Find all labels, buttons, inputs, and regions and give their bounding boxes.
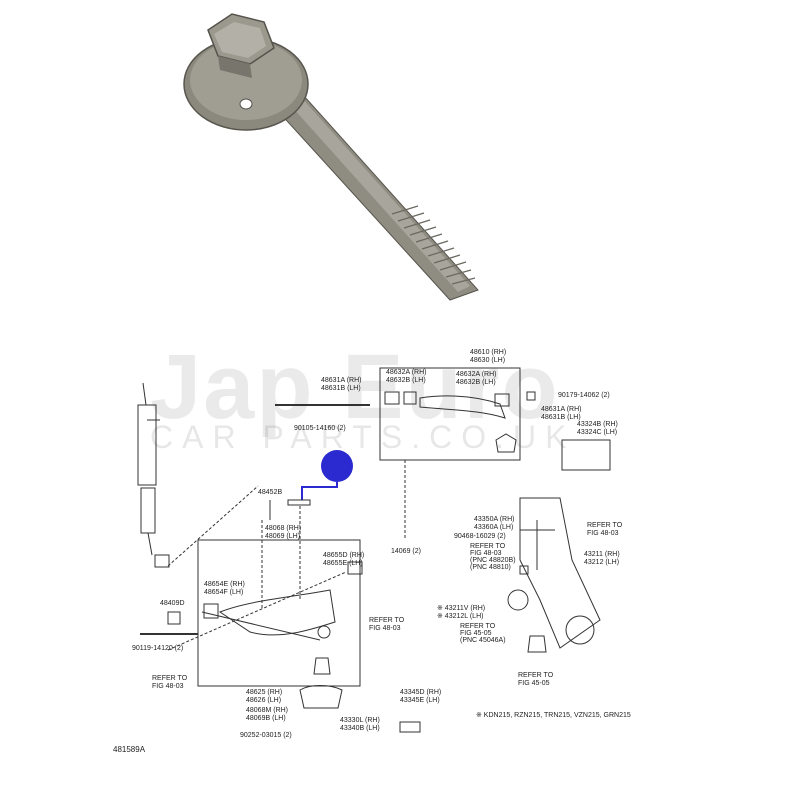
label-43345E: 43345E (LH) bbox=[400, 697, 440, 704]
label-refer3b: FIG 48-03 bbox=[470, 550, 502, 557]
label-48655E: 48655E (LH) bbox=[323, 560, 363, 567]
label-48632A: 48632A (RH) bbox=[386, 369, 426, 376]
label-43324B: 43324B (RH) bbox=[577, 421, 618, 428]
label-48631A: 48631A (RH) bbox=[321, 377, 361, 384]
label-48632B: 48632B (LH) bbox=[386, 377, 426, 384]
part-labels: 48610 (RH) 48630 (LH) 48631A (RH) 48631B… bbox=[132, 349, 623, 739]
label-refer5a: REFER TO bbox=[460, 623, 496, 630]
diagram-lines bbox=[137, 367, 611, 733]
label-90179: 90179-14062 (2) bbox=[558, 392, 610, 399]
watermark-main: Jap Euro bbox=[150, 336, 560, 438]
label-48630: 48630 (LH) bbox=[470, 357, 505, 364]
model-footnote: ※ KDN215, RZN215, TRN215, VZN215, GRN215 bbox=[476, 712, 631, 719]
label-48069: 48069 (LH) bbox=[265, 533, 300, 540]
label-90119: 90119-14120 (2) bbox=[132, 645, 183, 652]
label-48631B-2: 48631B (LH) bbox=[541, 414, 581, 421]
label-pnc2: (PNC 45046A) bbox=[460, 637, 506, 644]
label-43212L: ※ 43212L (LH) bbox=[437, 613, 483, 620]
label-refer4a: REFER TO bbox=[587, 522, 623, 529]
label-refer2a: REFER TO bbox=[369, 617, 405, 624]
label-43345D: 43345D (RH) bbox=[400, 689, 441, 696]
label-refer3a: REFER TO bbox=[470, 543, 506, 550]
label-43212: 43212 (LH) bbox=[584, 559, 619, 566]
label-48625: 48625 (RH) bbox=[246, 689, 282, 696]
label-refer1a: REFER TO bbox=[152, 675, 188, 682]
label-48632B-2: 48632B (LH) bbox=[456, 379, 496, 386]
camber-bolt-photo bbox=[183, 13, 479, 301]
label-pnc1b: (PNC 48810) bbox=[470, 564, 511, 571]
label-43211V: ※ 43211V (RH) bbox=[437, 605, 485, 612]
label-refer6a: REFER TO bbox=[518, 672, 554, 679]
label-48654F: 48654F (LH) bbox=[204, 589, 243, 596]
label-48069B: 48069B (LH) bbox=[246, 715, 286, 722]
label-43211: 43211 (RH) bbox=[584, 551, 620, 558]
label-pnc1: (PNC 48820B) bbox=[470, 557, 516, 564]
label-90105: 90105-14160 (2) bbox=[294, 425, 346, 432]
label-48632A-2: 48632A (RH) bbox=[456, 371, 496, 378]
label-refer5b: FIG 45-05 bbox=[460, 630, 492, 637]
label-43360A: 43360A (LH) bbox=[474, 524, 513, 531]
label-48631A-2: 48631A (RH) bbox=[541, 406, 581, 413]
label-refer1b: FIG 48-03 bbox=[152, 683, 184, 690]
label-48068M: 48068M (RH) bbox=[246, 707, 288, 714]
diagram-code: 481589A bbox=[113, 745, 146, 754]
label-refer2b: FIG 48-03 bbox=[369, 625, 401, 632]
label-48655D: 48655D (RH) bbox=[323, 552, 364, 559]
label-48654E: 48654E (RH) bbox=[204, 581, 245, 588]
label-refer4b: FIG 48-03 bbox=[587, 530, 619, 537]
label-48409D: 48409D bbox=[160, 600, 185, 607]
label-43330L: 43330L (RH) bbox=[340, 717, 380, 724]
label-48068: 48068 (RH) bbox=[265, 525, 301, 532]
label-48626: 48626 (LH) bbox=[246, 697, 281, 704]
label-43340B: 43340B (LH) bbox=[340, 725, 380, 732]
highlight-marker bbox=[287, 450, 353, 506]
label-14069: 14069 (2) bbox=[391, 548, 421, 555]
label-48452B: 48452B bbox=[258, 489, 282, 496]
label-43324C: 43324C (LH) bbox=[577, 429, 617, 436]
label-48631B: 48631B (LH) bbox=[321, 385, 361, 392]
label-refer6b: FIG 45-05 bbox=[518, 680, 550, 687]
label-43350A: 43350A (RH) bbox=[474, 516, 514, 523]
label-90252: 90252-03015 (2) bbox=[240, 732, 292, 739]
label-48610: 48610 (RH) bbox=[470, 349, 506, 356]
label-90468: 90468-16029 (2) bbox=[454, 533, 506, 540]
